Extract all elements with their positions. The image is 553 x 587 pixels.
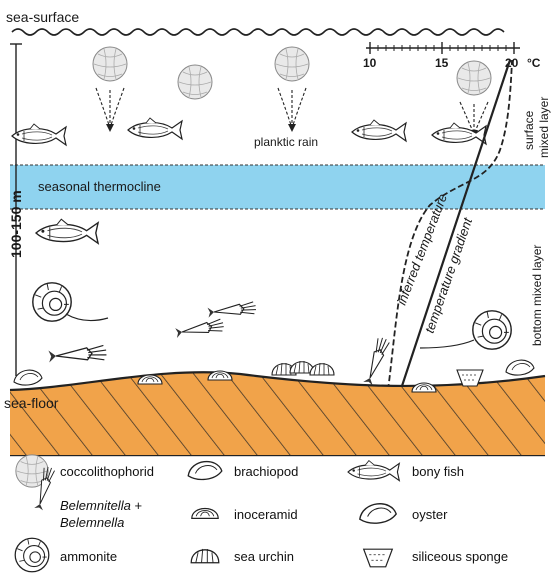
legend-oyster-icon <box>360 504 396 523</box>
legend-siliceous-sponge: siliceous sponge <box>412 549 508 565</box>
sea-urchin-3 <box>310 363 334 375</box>
scale-tick-15: 15 <box>435 56 449 70</box>
sea-surface-line <box>12 29 504 35</box>
oyster-2 <box>506 360 534 375</box>
legend-belemnitella: Belemnitella <box>60 498 131 513</box>
surface-mixed-label-2: mixed layer <box>537 97 551 158</box>
legend-brachiopod-icon <box>188 462 222 480</box>
sea-floor-label: sea-floor <box>4 395 59 411</box>
legend-ammonite: ammonite <box>60 549 117 565</box>
legend-belemnites-line-1: Belemnitella + <box>60 498 142 514</box>
bony-fish-5 <box>36 219 98 243</box>
sea-surface-label: sea-surface <box>6 9 79 25</box>
legend-oyster: oyster <box>412 507 447 523</box>
ammonite-1 <box>33 283 71 321</box>
legend-belemnites-line-2: Belemnella <box>60 515 124 531</box>
ammonite-2 <box>473 311 511 349</box>
legend-sea-urchin: sea urchin <box>234 549 294 565</box>
belemnite-4 <box>362 336 390 385</box>
coccolithophorid-4 <box>457 61 491 95</box>
thermocline-label: seasonal thermocline <box>38 179 161 194</box>
legend-inoceramid-icon <box>192 509 218 519</box>
bottom-mixed-label: bottom mixed layer <box>530 245 544 346</box>
legend-sea-urchin-icon <box>191 549 219 563</box>
bony-fish-2 <box>128 118 182 139</box>
legend-plus: + <box>134 498 142 513</box>
legend-coccolithophorid: coccolithophorid <box>60 464 154 480</box>
scale-tick-10: 10 <box>363 56 377 70</box>
belemnite-3 <box>48 345 106 363</box>
planktic-rain-label: planktic rain <box>254 135 318 149</box>
legend-bony-fish: bony fish <box>412 464 464 480</box>
inoceramid-3 <box>412 383 436 392</box>
coccolithophorid-3 <box>275 47 309 81</box>
legend-ammonite-icon <box>15 538 49 572</box>
bony-fish-1 <box>12 124 66 145</box>
bony-fish-3 <box>352 120 406 141</box>
surface-mixed-label-1: surface <box>522 110 536 150</box>
belemnite-1 <box>175 319 224 339</box>
oyster-1 <box>14 370 42 385</box>
legend-belemnella: Belemnella <box>60 515 124 530</box>
scale-unit: °C <box>527 56 541 70</box>
legend-brachiopod: brachiopod <box>234 464 298 480</box>
coccolithophorid-2 <box>178 65 212 99</box>
belemnite-2 <box>207 302 256 319</box>
legend-siliceous-sponge-icon <box>364 549 393 567</box>
legend-bony-fish-icon <box>348 461 399 481</box>
temperature-scale: 10 15 20 °C <box>363 42 541 70</box>
legend-inoceramid: inoceramid <box>234 507 298 523</box>
depth-label: 100-150 m <box>8 190 24 258</box>
coccolithophorid-1 <box>93 47 127 81</box>
